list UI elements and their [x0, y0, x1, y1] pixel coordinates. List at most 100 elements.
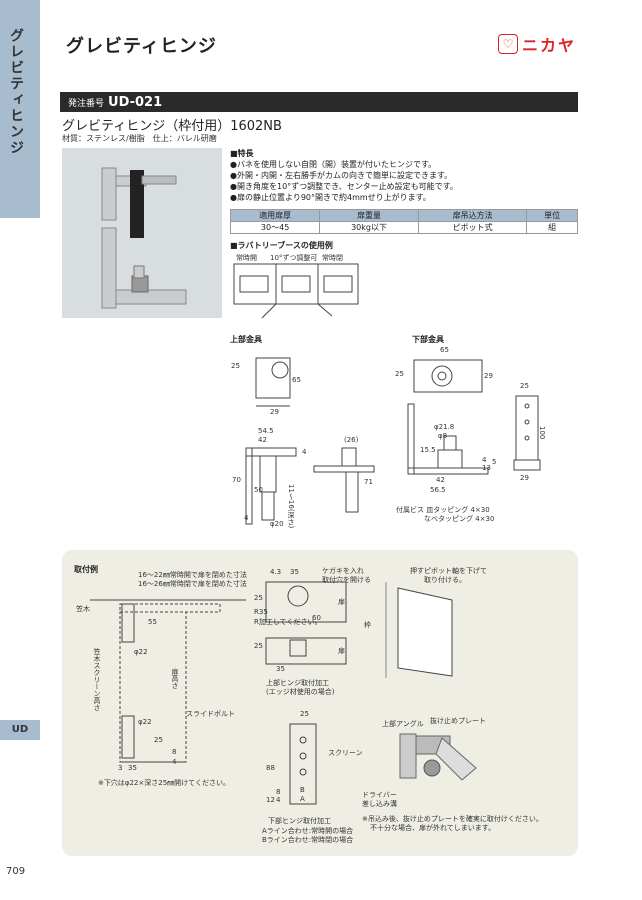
- feature-item: ●バネを使用しない自閉（開）装置が付いたヒンジです。: [230, 160, 437, 169]
- dim: 4: [482, 456, 487, 464]
- dim: 65: [292, 376, 301, 384]
- order-code: UD-021: [108, 94, 163, 110]
- table-header: 扉重量: [319, 209, 419, 222]
- dim: 25: [254, 594, 263, 602]
- table-header: 扉吊込方法: [417, 209, 528, 222]
- driver-label2: 差し込み溝: [362, 800, 397, 808]
- dim: φ8: [438, 432, 448, 440]
- dim: 4.3: [270, 568, 282, 576]
- page-number: 709: [6, 866, 26, 877]
- dim: 4: [302, 448, 307, 456]
- plate-label: 抜け止めプレート: [430, 717, 486, 725]
- screws-line2: なべタッピング 4×30: [424, 515, 495, 523]
- assembly-note2: 不十分な場合、扉が外れてしまいます。: [370, 824, 496, 832]
- upper-process-caption2: (エッジ材使用の場合): [266, 688, 335, 696]
- dim: 15.5: [420, 446, 436, 454]
- b-line-note: Bライン合わせ:常時閉の場合: [262, 836, 354, 844]
- usage-label-open: 常時開: [236, 254, 257, 262]
- dim: 35: [290, 568, 299, 576]
- usage-label-closed: 常時閉: [322, 254, 343, 262]
- dim: 88: [266, 764, 275, 772]
- page-title: グレビティヒンジ: [66, 36, 217, 57]
- b-label: B: [300, 786, 305, 794]
- install-note1: 16〜22㎜常時開で扉を閉めた寸法: [138, 571, 247, 579]
- dim: 25: [231, 362, 240, 370]
- marking-note: ケガキを入れ: [322, 567, 364, 575]
- order-bar: 発注番号 UD-021: [60, 92, 578, 112]
- door-label: 扉: [338, 647, 345, 655]
- dim: 42: [436, 476, 445, 484]
- dim: 3: [118, 764, 123, 772]
- push-note1: ピボット軸を下げて: [424, 567, 487, 575]
- screws-line1: 付属ビス 皿タッピング 4×30: [396, 506, 490, 514]
- dim: 11〜16(深さ): [287, 484, 295, 529]
- dim: 70: [232, 476, 241, 484]
- upper-plan-drawing: [255, 357, 291, 407]
- lower-process-caption: 下部ヒンジ取付加工: [268, 817, 331, 825]
- section-tab[interactable]: UD: [0, 720, 40, 740]
- dim: 25: [154, 736, 163, 744]
- product-photo: [62, 148, 222, 318]
- push-drawing: [385, 582, 453, 678]
- table-cell: 30〜45: [229, 221, 321, 234]
- install-drawing: [90, 599, 246, 763]
- frame-label: 枠: [364, 621, 371, 629]
- category-tab[interactable]: グレビティヒンジ: [0, 0, 40, 218]
- dim: 4: [244, 514, 249, 522]
- upper-process-drawing: [265, 581, 347, 665]
- category-label: グレビティヒンジ: [8, 28, 24, 156]
- dim: 13: [482, 464, 491, 472]
- table-row: 30〜45 30kg以下 ピボット式 組: [229, 221, 578, 234]
- lower-plan-drawing: [413, 359, 483, 393]
- dim: 25: [300, 710, 309, 718]
- screen-height-label: 笠木スクリーン高さ: [93, 648, 101, 711]
- dim: 4: [172, 758, 177, 766]
- assembly-drawing: [399, 733, 477, 781]
- dim: 4: [276, 796, 281, 804]
- assembly-note1: ※吊込み後、抜け止めプレートを確実に取付けください。: [362, 815, 543, 823]
- usage-label-adjust: 10°ずつ調整可: [270, 254, 318, 262]
- dim: 55: [148, 618, 157, 626]
- dim: 60: [312, 614, 321, 622]
- brand-logo: ♡ ニカヤ: [498, 34, 580, 55]
- dim: 35: [128, 764, 137, 772]
- install-heading: 取付例: [74, 565, 98, 574]
- upper-angle-label: 上部アングル: [382, 720, 424, 728]
- dim: φ21.8: [434, 423, 455, 431]
- dim: 29: [520, 474, 529, 482]
- dim: (26): [344, 436, 359, 444]
- door-height-label: 扉高さ: [171, 668, 179, 689]
- side-tab: グレビティヒンジ UD 709: [0, 0, 40, 900]
- dim: 12: [266, 796, 275, 804]
- hinge-photo-illustration: [101, 167, 187, 309]
- screen-label: スクリーン: [328, 749, 363, 757]
- r-note: R加工してください。: [254, 618, 322, 626]
- dim: 54.5: [258, 427, 274, 435]
- dim: 5: [492, 458, 497, 466]
- dim: 29: [484, 372, 493, 380]
- push-note2: 取り付ける。: [424, 576, 466, 584]
- product-material: 材質：ステンレス/樹脂 仕上：バレル研磨: [62, 134, 217, 143]
- dim: 35: [276, 665, 285, 673]
- spec-table: 適用扉厚 扉重量 扉吊込方法 単位 30〜45 30kg以下 ピボット式 組: [229, 209, 578, 234]
- a-label: A: [300, 795, 305, 803]
- door-label: 扉: [338, 598, 345, 606]
- dim: 8: [172, 748, 177, 756]
- lower-process-drawing: [289, 723, 317, 805]
- dim: 25: [520, 382, 529, 390]
- dim: φ22: [138, 718, 152, 726]
- dim: 56.5: [430, 486, 446, 494]
- dim: R35: [254, 608, 268, 616]
- upper-side-drawing: [245, 447, 297, 525]
- a-line-note: Aライン合わせ:常時開の場合: [262, 827, 354, 835]
- dim: 50: [254, 486, 263, 494]
- dim: 29: [270, 408, 279, 416]
- install-note2: 16〜26㎜常時閉で扉を閉めた寸法: [138, 580, 247, 588]
- dim: 42: [258, 436, 267, 444]
- heart-icon: ♡: [498, 34, 518, 54]
- dim: 25: [395, 370, 404, 378]
- table-header: 単位: [526, 209, 578, 222]
- dim: 71: [364, 478, 373, 486]
- lower-front-drawing: [407, 403, 489, 475]
- dim: 65: [440, 346, 449, 354]
